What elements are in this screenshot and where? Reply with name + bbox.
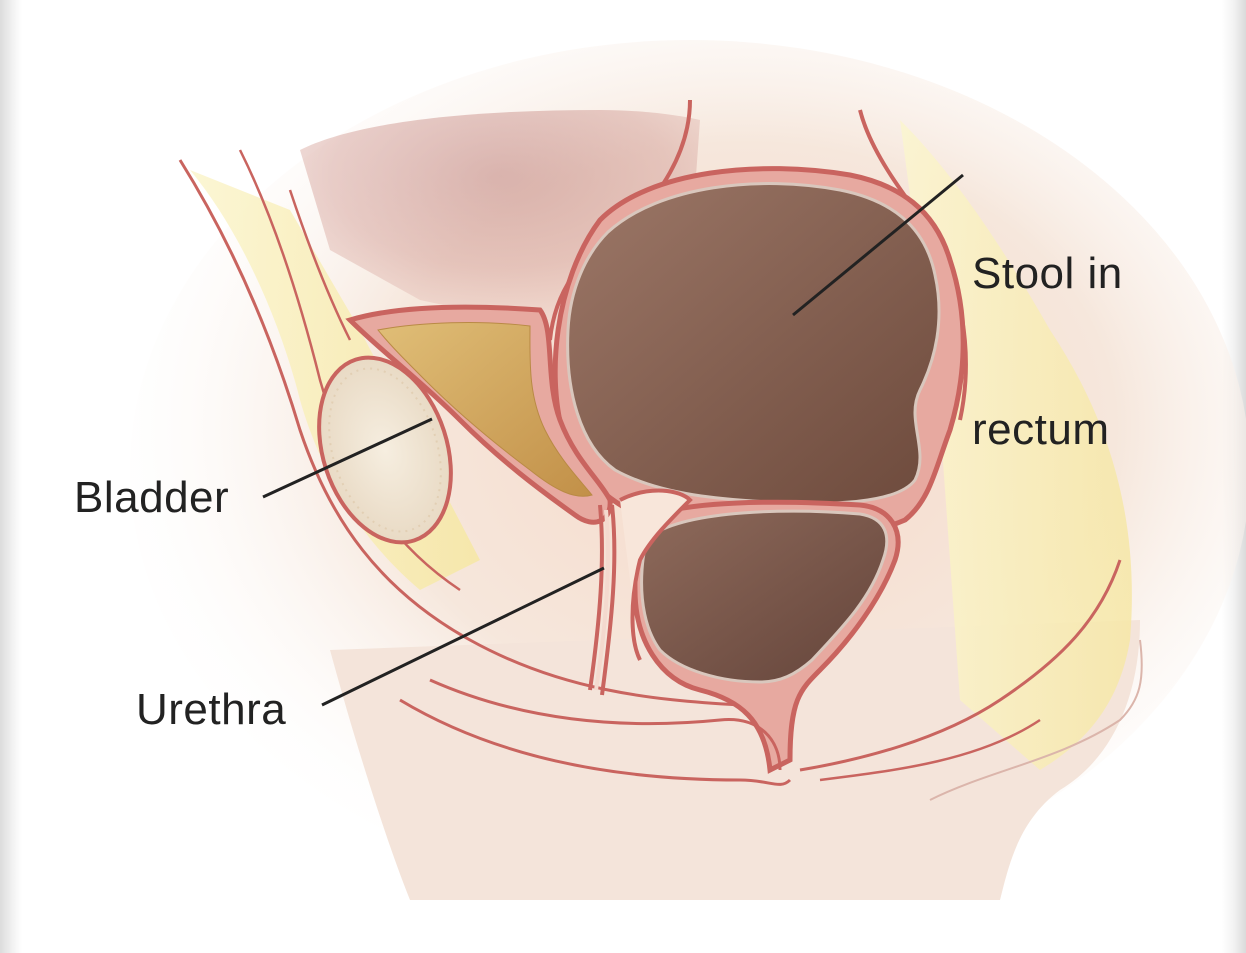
stool-mass-upper bbox=[568, 184, 939, 504]
urethra-label: Urethra bbox=[136, 684, 286, 736]
stool-label-line-1: Stool in bbox=[972, 248, 1123, 300]
stool-label-line-2: rectum bbox=[972, 404, 1123, 456]
bladder-label: Bladder bbox=[74, 472, 229, 524]
stool-in-rectum-label: Stool in rectum bbox=[972, 144, 1123, 508]
